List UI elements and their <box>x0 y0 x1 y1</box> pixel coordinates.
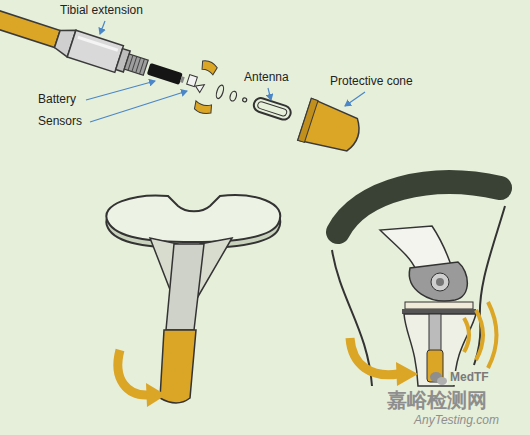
arrow-head <box>396 362 418 386</box>
wave <box>488 302 497 368</box>
watermark-text: MedTF <box>448 371 491 385</box>
half-shell <box>200 59 219 75</box>
antenna-loop <box>252 96 292 121</box>
thread <box>124 54 148 75</box>
yellow-rod <box>0 7 60 47</box>
part-label: Tibial extension <box>60 4 143 18</box>
leader-line <box>345 92 365 106</box>
bubble <box>437 377 447 385</box>
watermark-text: 嘉峪检测网 <box>385 389 489 412</box>
knee <box>332 182 505 386</box>
tray-stem <box>166 244 204 330</box>
part-label: Protective cone <box>330 75 413 89</box>
part-label: Sensors <box>38 115 82 129</box>
cuff <box>338 182 500 232</box>
washer <box>242 97 247 102</box>
highlight <box>78 37 118 50</box>
tray-top <box>106 195 280 242</box>
sensor-chip <box>187 75 198 87</box>
arrow-head <box>146 383 166 407</box>
half-shell <box>193 100 213 116</box>
cone-rim <box>298 98 318 142</box>
antenna-inner <box>257 101 288 117</box>
grey-body <box>67 30 123 72</box>
battery-cap <box>180 76 185 83</box>
leader-line <box>268 88 271 100</box>
insert <box>405 302 473 309</box>
femoral-component <box>409 262 467 301</box>
component-hole <box>431 273 449 291</box>
signal-waves <box>464 302 497 368</box>
wechat-icon <box>430 372 447 385</box>
yellow-extension <box>160 330 196 403</box>
leg-outline <box>474 206 505 365</box>
stem <box>429 314 441 352</box>
leader-line <box>100 21 105 34</box>
component-hole <box>436 278 444 286</box>
sensor-piece <box>194 82 204 93</box>
protective-cone <box>298 98 365 157</box>
leader-line <box>86 81 155 100</box>
wave <box>476 310 483 360</box>
curved-arrow <box>118 350 148 395</box>
part-label: Antenna <box>244 71 289 85</box>
leader-lines <box>86 21 365 122</box>
curved-arrow <box>350 338 398 375</box>
thread-lines <box>128 55 144 74</box>
tibial-extension-assembly <box>0 0 366 161</box>
watermark-text: AnyTesting.com <box>412 414 501 428</box>
part-label: Battery <box>38 93 76 107</box>
tibial-tray <box>106 195 280 407</box>
washer <box>215 84 225 99</box>
wave <box>464 318 469 352</box>
leader-line <box>90 91 187 122</box>
washer <box>229 90 238 101</box>
